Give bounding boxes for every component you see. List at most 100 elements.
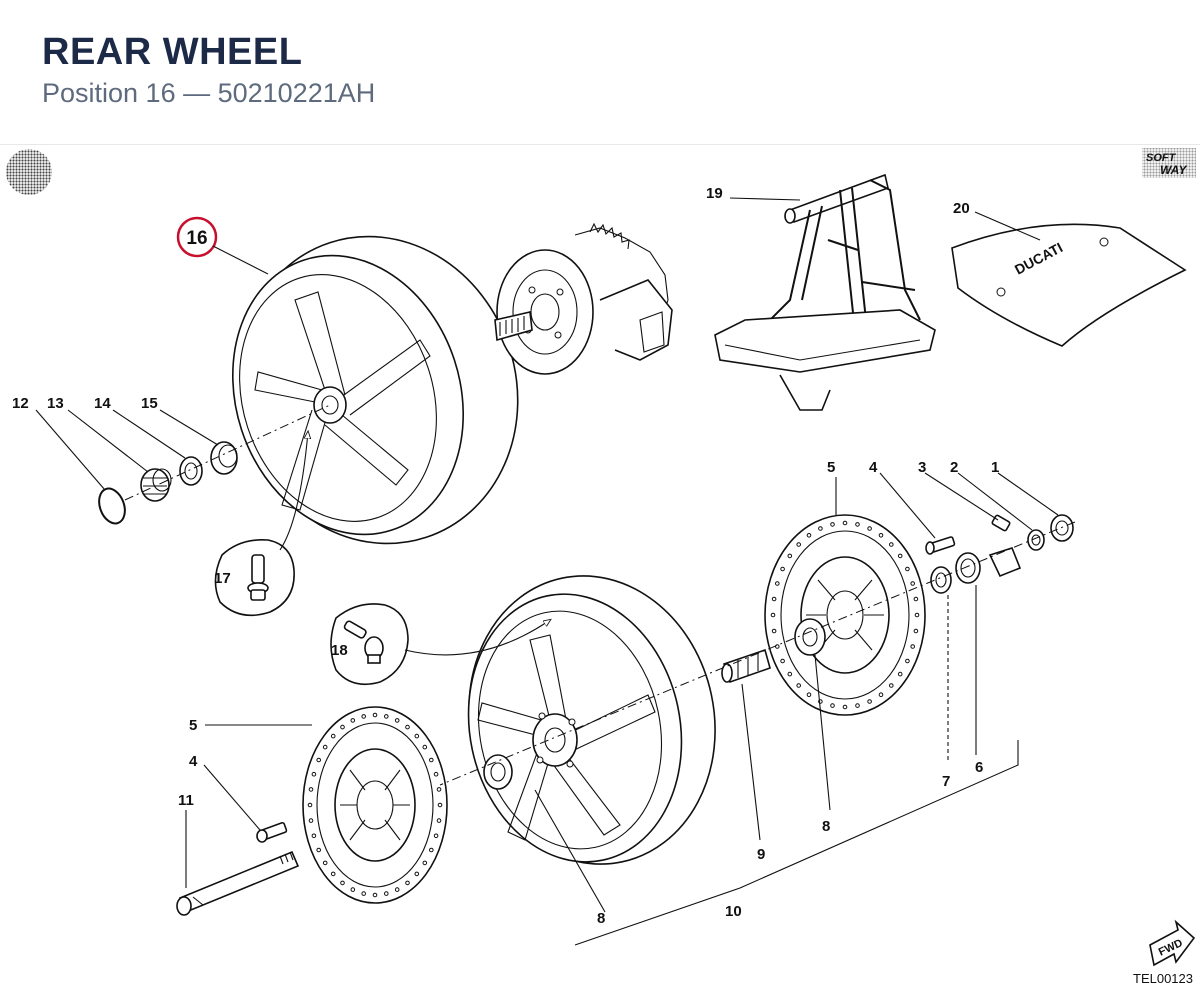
drill-hole <box>372 712 378 718</box>
drill-hole <box>316 757 322 763</box>
ring-nut-13[interactable] <box>140 468 172 502</box>
drill-hole <box>897 553 903 559</box>
label-10: 10 <box>725 903 742 920</box>
label-8-right: 8 <box>822 818 830 835</box>
drill-hole <box>372 892 378 898</box>
drill-hole <box>361 891 367 896</box>
swingarm-hub-assembly <box>494 222 673 375</box>
drill-hole <box>787 553 793 559</box>
drill-hole <box>878 533 884 538</box>
drill-hole <box>878 692 884 698</box>
label-5-left: 5 <box>189 717 197 734</box>
axis-line-front <box>439 521 1076 786</box>
drill-hole <box>787 671 793 677</box>
label-2: 2 <box>950 459 958 476</box>
label-14: 14 <box>94 395 111 412</box>
drill-hole <box>913 596 919 602</box>
drill-hole <box>780 566 785 572</box>
drill-hole <box>384 714 389 719</box>
drill-hole <box>340 724 345 730</box>
sensor-3[interactable] <box>988 514 1022 578</box>
drill-hole <box>905 658 910 664</box>
bearing-8-right[interactable] <box>794 618 826 656</box>
label-19: 19 <box>706 185 723 202</box>
label-4-right: 4 <box>869 459 878 476</box>
axle-11[interactable] <box>176 850 300 916</box>
position-16-callout[interactable]: 16 <box>176 216 269 275</box>
fwd-arrow-icon: FWD <box>1149 919 1196 967</box>
drill-hole <box>842 520 848 526</box>
drawing-code: TEL00123 <box>1133 971 1193 986</box>
drill-hole <box>384 891 389 896</box>
label-17: 17 <box>214 570 231 587</box>
drill-hole <box>433 771 439 777</box>
drill-hole <box>311 833 317 839</box>
svg-text:WAY: WAY <box>1160 163 1187 177</box>
drill-hole <box>914 612 920 618</box>
drill-hole <box>818 526 823 531</box>
part-labels: 12 13 14 15 17 18 19 20 1 2 3 4 5 5 4 11… <box>12 185 999 927</box>
drill-hole <box>429 757 434 763</box>
drill-hole <box>422 860 428 866</box>
front-wheel <box>467 575 716 865</box>
drill-hole <box>422 744 428 750</box>
drill-hole <box>307 802 313 808</box>
drill-hole <box>340 880 345 886</box>
drill-hole <box>855 703 860 708</box>
drill-hole <box>308 787 314 792</box>
ducati-cover-20[interactable]: DUCATI <box>951 223 1187 347</box>
label-7: 7 <box>942 773 950 790</box>
screw-4-left[interactable] <box>256 821 288 843</box>
rear-wheel-16[interactable] <box>198 200 558 580</box>
drill-hole <box>433 833 439 839</box>
drill-hole <box>770 612 776 618</box>
drill-hole <box>436 787 442 792</box>
drill-hole <box>414 871 420 877</box>
label-1: 1 <box>991 459 999 476</box>
drill-hole <box>311 771 317 777</box>
washer-14[interactable] <box>179 456 203 486</box>
label-20: 20 <box>953 200 970 217</box>
softway-logo: SOFT WAY <box>1142 148 1196 178</box>
drill-hole <box>436 818 442 823</box>
drill-hole <box>830 703 835 708</box>
drill-hole <box>842 704 848 710</box>
circlip-12[interactable] <box>95 485 130 527</box>
drill-hole <box>429 847 434 853</box>
screw-4-right[interactable] <box>925 536 956 555</box>
washer-2[interactable] <box>1027 529 1045 551</box>
bearing-8-left[interactable] <box>483 754 513 790</box>
drill-hole <box>771 628 777 634</box>
drill-hole <box>889 683 894 688</box>
drill-hole <box>806 533 812 538</box>
page-subtitle: Position 16 — 50210221AH <box>42 78 376 108</box>
valve-18[interactable] <box>343 620 384 664</box>
label-4-left: 4 <box>189 753 198 770</box>
drill-hole <box>775 644 780 649</box>
seal-7[interactable] <box>930 566 952 594</box>
valve-17[interactable] <box>247 554 269 601</box>
svg-text:SOFT: SOFT <box>1146 152 1177 164</box>
drill-hole <box>910 581 916 586</box>
label-18: 18 <box>331 642 348 659</box>
drill-hole <box>330 871 336 877</box>
drill-hole <box>308 818 314 823</box>
label-6: 6 <box>975 759 983 776</box>
brake-disc-5-right[interactable] <box>764 514 926 716</box>
drill-hole <box>405 880 410 886</box>
label-11: 11 <box>178 792 194 809</box>
disc-holes <box>307 712 443 898</box>
drill-hole <box>394 887 400 892</box>
spacer-9[interactable] <box>721 648 771 684</box>
label-13: 13 <box>47 395 64 412</box>
drill-hole <box>350 718 356 723</box>
spacer-6[interactable] <box>955 552 981 584</box>
brake-disc-5-left[interactable] <box>302 706 448 904</box>
drill-hole <box>867 699 872 704</box>
drill-hole <box>897 671 903 677</box>
drill-hole <box>889 542 894 547</box>
svg-text:16: 16 <box>186 228 207 249</box>
paddock-stand-19[interactable] <box>714 173 936 411</box>
nut-1[interactable] <box>1050 514 1074 542</box>
